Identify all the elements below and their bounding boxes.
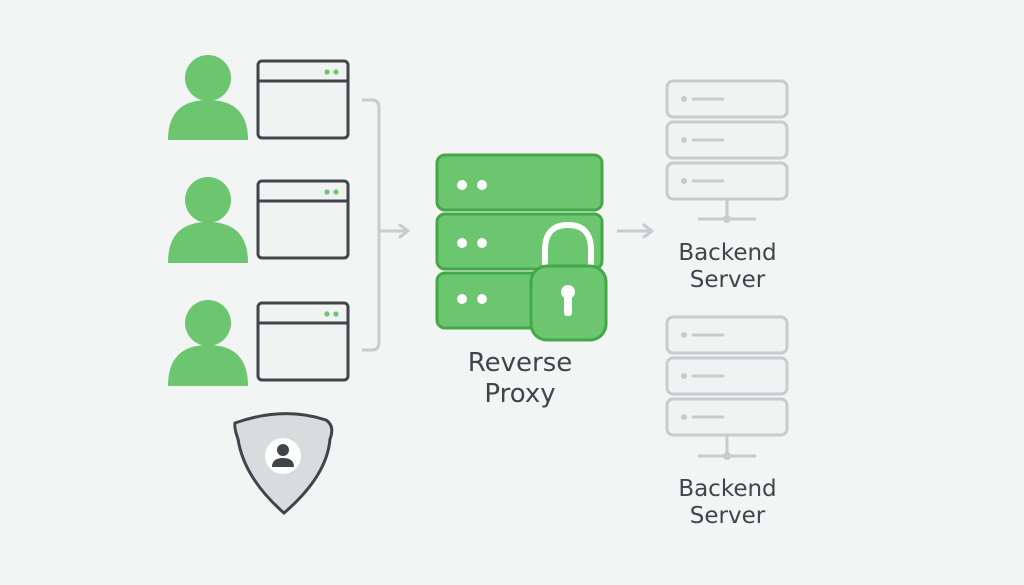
browser-window-icon xyxy=(256,59,350,140)
backend-server-label-1: Backend Server xyxy=(655,240,800,294)
user-icon xyxy=(168,55,248,140)
lock-icon xyxy=(529,221,608,342)
user-icon xyxy=(168,177,248,263)
client-group-3 xyxy=(168,300,350,386)
backend-server-label-1-line-2: Server xyxy=(689,267,766,294)
proxy-to-backends-arrow xyxy=(617,223,654,239)
shield-user-icon xyxy=(233,412,334,515)
browser-window-icon xyxy=(256,179,350,260)
backend-server-label-1-line-1: Backend xyxy=(678,240,777,266)
backend-server-label-2-line-2: Server xyxy=(689,503,766,530)
backend-server-icon-1 xyxy=(665,79,789,223)
client-group-1 xyxy=(168,55,350,140)
browser-window-icon xyxy=(256,301,350,382)
client-group-2 xyxy=(168,177,350,263)
backend-server-label-2-line-1: Backend xyxy=(678,476,777,502)
reverse-proxy-label-line-1: Reverse xyxy=(467,348,573,378)
reverse-proxy-label-line-2: Proxy xyxy=(484,378,556,409)
client-bracket-connector xyxy=(362,98,410,352)
backend-server-icon-2 xyxy=(665,315,789,460)
backend-server-label-2: Backend Server xyxy=(655,476,800,530)
user-icon xyxy=(168,300,248,386)
reverse-proxy-label: Reverse Proxy xyxy=(440,348,600,409)
